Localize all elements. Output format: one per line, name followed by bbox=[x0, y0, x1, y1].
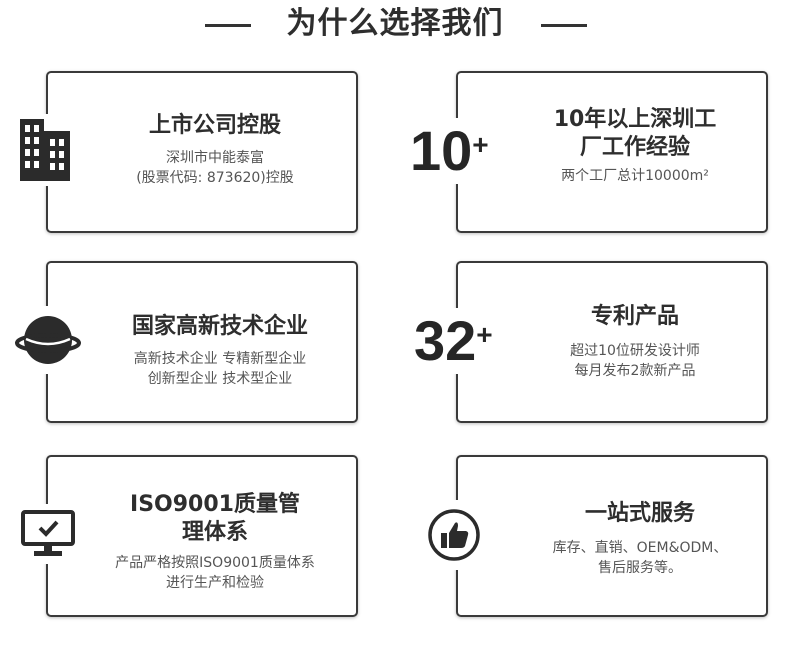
card-high-tech bbox=[46, 261, 358, 423]
card-subtitle-line-1: 深圳市中能泰富 bbox=[166, 150, 264, 166]
card-3-text: 国家高新技术企业 高新技术企业 专精新型企业 创新型企业 技术型企业 bbox=[100, 313, 340, 389]
card-title-line-1: ISO9001质量管 bbox=[130, 492, 300, 517]
card-title: 专利产品 bbox=[590, 304, 679, 329]
section-header: 为什么选择我们 bbox=[0, 0, 790, 56]
card-6-text: 一站式服务 库存、直销、OEM&ODM、 售后服务等。 bbox=[520, 500, 760, 578]
card-subtitle-line-2: 创新型企业 技术型企业 bbox=[147, 371, 293, 387]
card-2-text: 10年以上深圳工 厂工作经验 两个工厂总计10000m² bbox=[520, 106, 750, 186]
section-title: 为什么选择我们 bbox=[286, 6, 504, 41]
card-subtitle-line-2: 售后服务等。 bbox=[598, 560, 682, 576]
header-right-rule bbox=[541, 24, 587, 27]
card-title: 一站式服务 bbox=[584, 501, 695, 526]
card-1-text: 上市公司控股 深圳市中能泰富 (股票代码: 873620)控股 bbox=[100, 112, 330, 188]
card-title-line-2: 理体系 bbox=[181, 520, 248, 545]
big-number: 10 bbox=[410, 119, 473, 182]
plus-sign: + bbox=[476, 319, 493, 350]
card-subtitle-line-1: 高新技术企业 专精新型企业 bbox=[133, 351, 307, 367]
card-title-line-2: 厂工作经验 bbox=[579, 135, 690, 160]
planet-icon bbox=[12, 306, 84, 374]
card-subtitle-line-2: 进行生产和检验 bbox=[166, 575, 264, 591]
card-title: 上市公司控股 bbox=[148, 113, 281, 138]
card-subtitle-line-2: (股票代码: 873620)控股 bbox=[136, 170, 294, 186]
monitor-check-icon bbox=[12, 504, 84, 564]
big-number: 32 bbox=[414, 309, 477, 372]
plus-sign: + bbox=[472, 129, 489, 160]
card-subtitle: 两个工厂总计10000m² bbox=[561, 168, 709, 184]
thumbs-up-icon bbox=[418, 500, 490, 570]
card-subtitle-line-1: 产品严格按照ISO9001质量体系 bbox=[115, 555, 315, 571]
card-4-text: 专利产品 超过10位研发设计师 每月发布2款新产品 bbox=[520, 303, 750, 381]
card-5-text: ISO9001质量管 理体系 产品严格按照ISO9001质量体系 进行生产和检验 bbox=[90, 491, 340, 593]
card-one-stop-service bbox=[456, 455, 768, 617]
building-icon bbox=[14, 114, 78, 186]
header-left-rule bbox=[205, 24, 251, 27]
card-subtitle-line-1: 超过10位研发设计师 bbox=[570, 343, 700, 359]
card-subtitle-line-2: 每月发布2款新产品 bbox=[574, 363, 696, 379]
experience-number: 10+ bbox=[410, 118, 510, 184]
patent-number: 32+ bbox=[414, 308, 514, 374]
card-subtitle-line-1: 库存、直销、OEM&ODM、 bbox=[552, 540, 728, 556]
card-title: 国家高新技术企业 bbox=[131, 314, 308, 339]
card-title-line-1: 10年以上深圳工 bbox=[553, 107, 717, 132]
card-quality-system bbox=[46, 455, 358, 617]
